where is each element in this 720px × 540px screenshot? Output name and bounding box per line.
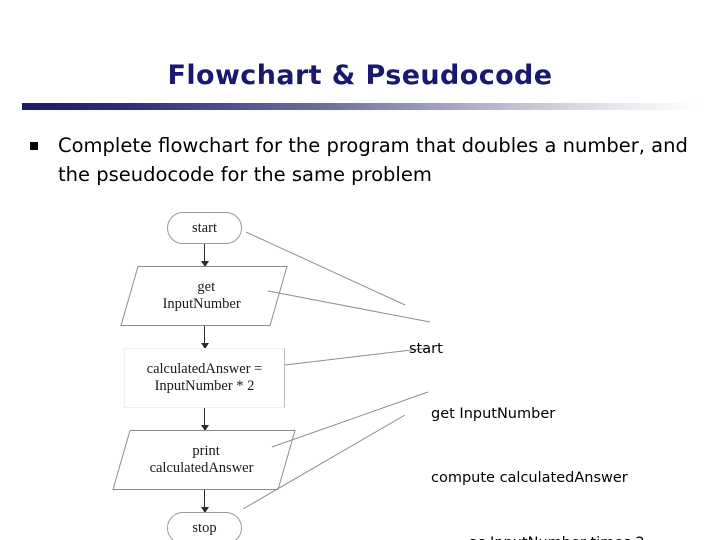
page-title: Flowchart & Pseudocode xyxy=(167,60,553,91)
pseudocode-block: start get InputNumber compute calculated… xyxy=(409,296,645,540)
flowchart-node-process-label-2: InputNumber * 2 xyxy=(154,378,255,394)
pseudocode-line-compute: compute calculatedAnswer xyxy=(431,470,628,486)
flowchart-arrow-input-to-process xyxy=(200,326,209,349)
flowchart-arrow-process-to-output xyxy=(200,408,209,431)
flowchart-diagram: start get InputNumber calculatedAnswer =… xyxy=(100,200,330,540)
pseudocode-line-start: start xyxy=(409,341,443,357)
flowchart-node-process: calculatedAnswer = InputNumber * 2 xyxy=(124,348,285,408)
flowchart-node-stop: stop xyxy=(167,512,242,540)
title-divider-rule xyxy=(22,103,700,110)
flowchart-node-start: start xyxy=(167,212,242,244)
flowchart-node-start-label: start xyxy=(192,219,217,236)
flowchart-node-output: print calculatedAnswer xyxy=(112,430,296,490)
pseudocode-line-as: as InputNumber times 2 xyxy=(409,533,645,540)
flowchart-arrow-output-to-stop xyxy=(200,490,209,513)
flowchart-node-input-label-2: InputNumber xyxy=(162,296,241,312)
flowchart-node-stop-label: stop xyxy=(192,519,217,536)
pseudocode-line-get: get InputNumber xyxy=(431,405,556,422)
flowchart-arrow-start-to-input xyxy=(200,244,209,267)
bullet-item-text: Complete flowchart for the program that … xyxy=(58,134,688,186)
bullet-list-item: Complete flowchart for the program that … xyxy=(30,131,702,189)
square-bullet-icon xyxy=(30,142,38,150)
flowchart-node-output-label-1: print xyxy=(192,443,221,459)
flowchart-node-input-label-1: get xyxy=(197,279,216,295)
flowchart-node-output-label-2: calculatedAnswer xyxy=(149,460,254,476)
flowchart-node-input: get InputNumber xyxy=(120,266,288,326)
flowchart-node-process-label-1: calculatedAnswer = xyxy=(146,361,263,377)
